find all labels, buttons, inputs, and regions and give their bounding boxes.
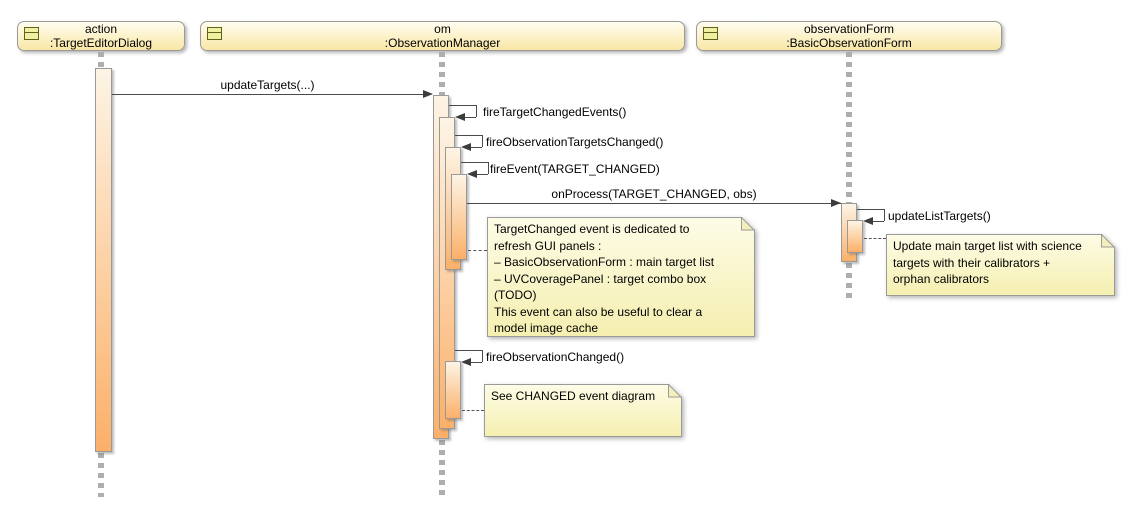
self-message-fireobservationtargetschanged (455, 135, 482, 136)
note-fold-icon (741, 217, 755, 231)
self-message-updatelisttargets (872, 221, 884, 222)
self-message-updatelisttargets (884, 209, 885, 221)
object-icon (703, 27, 718, 40)
arrowhead-icon (423, 90, 433, 98)
activation-action (95, 68, 112, 452)
self-message-firetargetchangedevents (476, 105, 477, 117)
participant-name: om (434, 22, 451, 36)
arrowhead-icon (461, 358, 471, 366)
arrowhead-icon (831, 199, 841, 207)
self-message-fireobservationtargetschanged (470, 147, 482, 148)
activation-om-5 (445, 361, 461, 419)
note-connector (462, 410, 484, 411)
object-icon (24, 27, 39, 40)
activation-observationform-2 (847, 220, 863, 253)
activation-om-4 (451, 174, 467, 260)
message-line-updatetargets (112, 94, 424, 95)
note-connector (864, 238, 886, 239)
message-label-onprocess: onProcess(TARGET_CHANGED, obs) (551, 187, 757, 201)
message-label-updatelisttargets: updateListTargets() (888, 209, 991, 223)
participant-action-label: action :TargetEditorDialog (50, 22, 152, 50)
lifeline-om-top (439, 52, 445, 95)
note-update-main-target-list: Update main target list with science tar… (886, 234, 1115, 296)
object-icon (207, 27, 222, 40)
self-message-firetargetchangedevents (464, 117, 476, 118)
participant-name: action (84, 22, 118, 36)
note-target-changed: TargetChanged event is dedicated to refr… (487, 217, 755, 337)
self-message-fireevent (461, 162, 488, 163)
self-message-firetargetchangedevents (449, 105, 476, 106)
participant-observationform-label: observationForm :BasicObservationForm (786, 22, 911, 50)
note-connector (468, 250, 487, 251)
self-message-fireobservationchanged (455, 350, 482, 351)
note-text: See CHANGED event diagram (484, 384, 682, 437)
message-label-firetargetchangedevents: fireTargetChangedEvents() (483, 105, 627, 119)
lifeline-action-bottom (98, 453, 104, 497)
message-label-fireobservationchanged: fireObservationChanged() (486, 350, 625, 364)
arrowhead-icon (455, 113, 465, 121)
participant-class: :BasicObservationForm (786, 36, 912, 50)
message-label-fireobservationtargetschanged: fireObservationTargetsChanged() (486, 135, 664, 149)
arrowhead-icon (467, 170, 477, 178)
message-line-onprocess (467, 203, 841, 204)
note-fold-icon (668, 384, 682, 398)
note-text: TargetChanged event is dedicated to refr… (487, 217, 755, 337)
self-message-fireobservationtargetschanged (482, 135, 483, 147)
self-message-fireobservationchanged (482, 350, 483, 362)
note-see-changed-diagram: See CHANGED event diagram (484, 384, 682, 437)
participant-class: :TargetEditorDialog (49, 36, 153, 50)
lifeline-action-top (98, 52, 104, 68)
note-text: Update main target list with science tar… (886, 234, 1115, 296)
note-fold-icon (1101, 234, 1115, 248)
arrowhead-icon (461, 143, 471, 151)
participant-om: om :ObservationManager (200, 21, 685, 51)
participant-observationform: observationForm :BasicObservationForm (696, 21, 1002, 51)
participant-action: action :TargetEditorDialog (17, 21, 185, 51)
lifeline-observationform-top (846, 52, 852, 203)
participant-om-label: om :ObservationManager (385, 22, 500, 50)
lifeline-om-bottom (439, 440, 445, 497)
participant-name: observationForm (803, 22, 895, 36)
message-label-fireevent: fireEvent(TARGET_CHANGED) (490, 162, 660, 176)
message-label-updatetargets: updateTargets(...) (220, 78, 315, 92)
self-message-fireevent (488, 162, 489, 174)
self-message-fireevent (476, 174, 488, 175)
arrowhead-icon (863, 217, 873, 225)
lifeline-observationform-bottom (846, 263, 852, 299)
self-message-updatelisttargets (857, 209, 884, 210)
self-message-fireobservationchanged (470, 362, 482, 363)
participant-class: :ObservationManager (384, 36, 501, 50)
